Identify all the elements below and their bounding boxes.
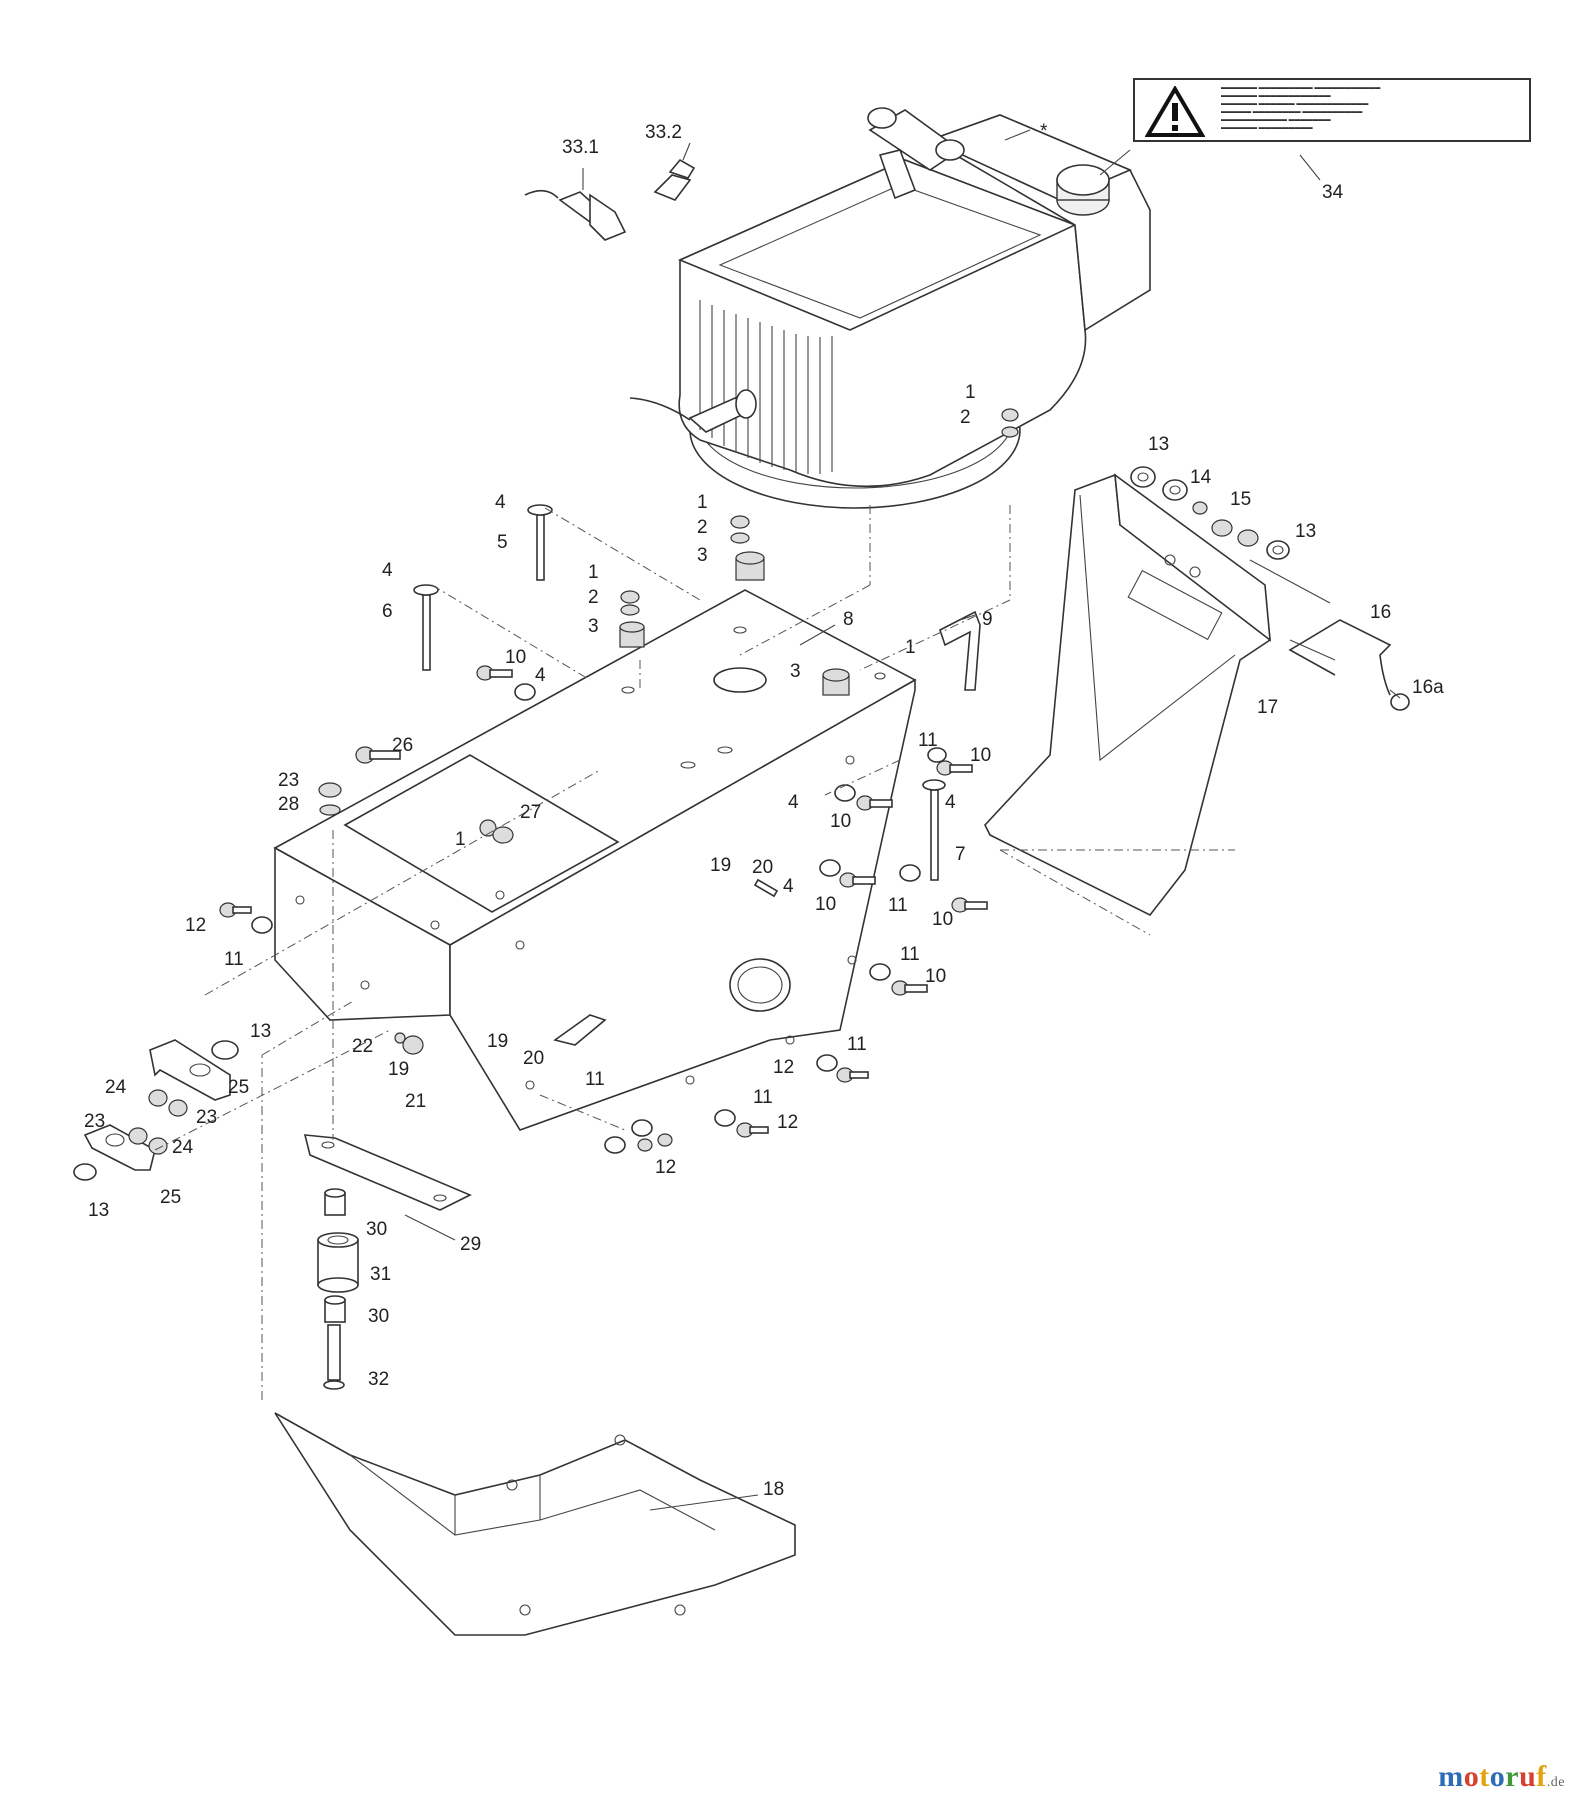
part-label: 8 xyxy=(843,609,854,630)
part-label: 18 xyxy=(763,1479,784,1500)
part-label: 14 xyxy=(1190,467,1212,488)
part-label: 20 xyxy=(752,857,773,878)
part-label: 3 xyxy=(697,545,708,566)
u-bracket xyxy=(1288,619,1392,696)
fasteners xyxy=(73,408,1410,1181)
engine-assembly xyxy=(629,107,1321,509)
left-brackets xyxy=(83,1039,231,1171)
part-label: 29 xyxy=(460,1234,481,1255)
part-label: 10 xyxy=(925,966,946,987)
part-label: 27 xyxy=(520,802,541,823)
part-label: 11 xyxy=(753,1087,773,1108)
assembly-lines xyxy=(154,505,1235,1400)
part-label: * xyxy=(1040,121,1048,142)
part-label: 4 xyxy=(495,492,506,513)
part-label: 34 xyxy=(1322,182,1344,203)
part-label: 11 xyxy=(224,949,244,970)
bottom-guard xyxy=(274,1412,796,1636)
part-label: 1 xyxy=(588,562,599,583)
part-label: 25 xyxy=(160,1187,181,1208)
part-label: 30 xyxy=(368,1306,389,1327)
part-label: 13 xyxy=(250,1021,271,1042)
part-label: 33.2 xyxy=(645,122,682,143)
part-label: 19 xyxy=(487,1031,508,1052)
part-label: 24 xyxy=(172,1137,194,1158)
part-label: 9 xyxy=(982,609,993,630)
part-label: 17 xyxy=(1257,697,1278,718)
part-label: 23 xyxy=(196,1107,217,1128)
warning-triangle-icon xyxy=(1145,86,1205,137)
part-label: 12 xyxy=(773,1057,794,1078)
part-label: 1 xyxy=(455,829,466,850)
part-label: 1 xyxy=(965,382,976,403)
part-label: 12 xyxy=(777,1112,798,1133)
part-label: 4 xyxy=(788,792,799,813)
part-label: 13 xyxy=(88,1200,109,1221)
part-label: 30 xyxy=(366,1219,387,1240)
part-label: 23 xyxy=(278,770,299,791)
motoruf-logo: motoruf.de xyxy=(1438,1760,1565,1793)
main-frame xyxy=(273,589,981,1131)
part-label: 11 xyxy=(847,1034,867,1055)
part-label: 11 xyxy=(585,1069,605,1090)
part-label: 32 xyxy=(368,1369,389,1390)
part-label: 10 xyxy=(970,745,991,766)
part-label: 4 xyxy=(783,876,794,897)
part-label: 11 xyxy=(888,895,908,916)
part-label: 4 xyxy=(382,560,393,581)
part-label: 16 xyxy=(1370,602,1391,623)
part-label: 1 xyxy=(697,492,708,513)
part-label: 11 xyxy=(900,944,920,965)
part-label: 13 xyxy=(1148,434,1169,455)
sticker-fine-print: ▬▬▬▬▬▬ ▬▬▬▬▬▬▬▬▬ ▬▬▬▬▬▬▬▬▬▬▬ ▬▬▬▬▬▬ ▬▬▬▬… xyxy=(1221,85,1381,131)
leader-lines xyxy=(404,559,1401,1511)
part-label: 15 xyxy=(1230,489,1251,510)
part-label: 19 xyxy=(388,1059,409,1080)
part-label: 13 xyxy=(1295,521,1316,542)
part-label: 2 xyxy=(960,407,971,428)
part-label: 3 xyxy=(790,661,801,682)
part-label: 7 xyxy=(955,844,966,865)
lower-bracket xyxy=(303,1134,472,1211)
right-shield xyxy=(984,473,1271,917)
part-label: 31 xyxy=(370,1264,391,1285)
part-label: 4 xyxy=(535,665,546,686)
part-label: 10 xyxy=(505,647,526,668)
part-label: 25 xyxy=(228,1077,249,1098)
part-label: 16a xyxy=(1412,677,1444,698)
part-label: 24 xyxy=(105,1077,127,1098)
warning-sticker: ▬▬▬▬▬▬ ▬▬▬▬▬▬▬▬▬ ▬▬▬▬▬▬▬▬▬▬▬ ▬▬▬▬▬▬ ▬▬▬▬… xyxy=(1133,78,1531,142)
part-label: 5 xyxy=(497,532,508,553)
part-label: 22 xyxy=(352,1036,373,1057)
part-label: 19 xyxy=(710,855,731,876)
part-label: 11 xyxy=(918,730,938,751)
part-label: 1 xyxy=(905,637,916,658)
rubber-mount xyxy=(317,1188,359,1390)
part-label: 28 xyxy=(278,794,299,815)
part-label: 12 xyxy=(655,1157,676,1178)
part-label: 10 xyxy=(815,894,836,915)
spark-plug-cap xyxy=(524,168,627,241)
part-label: 4 xyxy=(945,792,956,813)
part-label: 33.1 xyxy=(562,137,599,158)
part-label: 10 xyxy=(830,811,851,832)
part-label: 23 xyxy=(84,1111,105,1132)
spark-plug xyxy=(653,142,696,201)
part-label: 2 xyxy=(588,587,599,608)
part-label: 3 xyxy=(588,616,599,637)
part-number-labels: 33.1 33.2 * 34 1 2 13 14 15 13 4 5 1 2 3… xyxy=(84,121,1444,1500)
part-label: 6 xyxy=(382,601,393,622)
part-label: 26 xyxy=(392,735,413,756)
part-label: 10 xyxy=(932,909,953,930)
part-label: 20 xyxy=(523,1048,544,1069)
part-label: 2 xyxy=(697,517,708,538)
part-label: 12 xyxy=(185,915,206,936)
part-label: 21 xyxy=(405,1091,426,1112)
